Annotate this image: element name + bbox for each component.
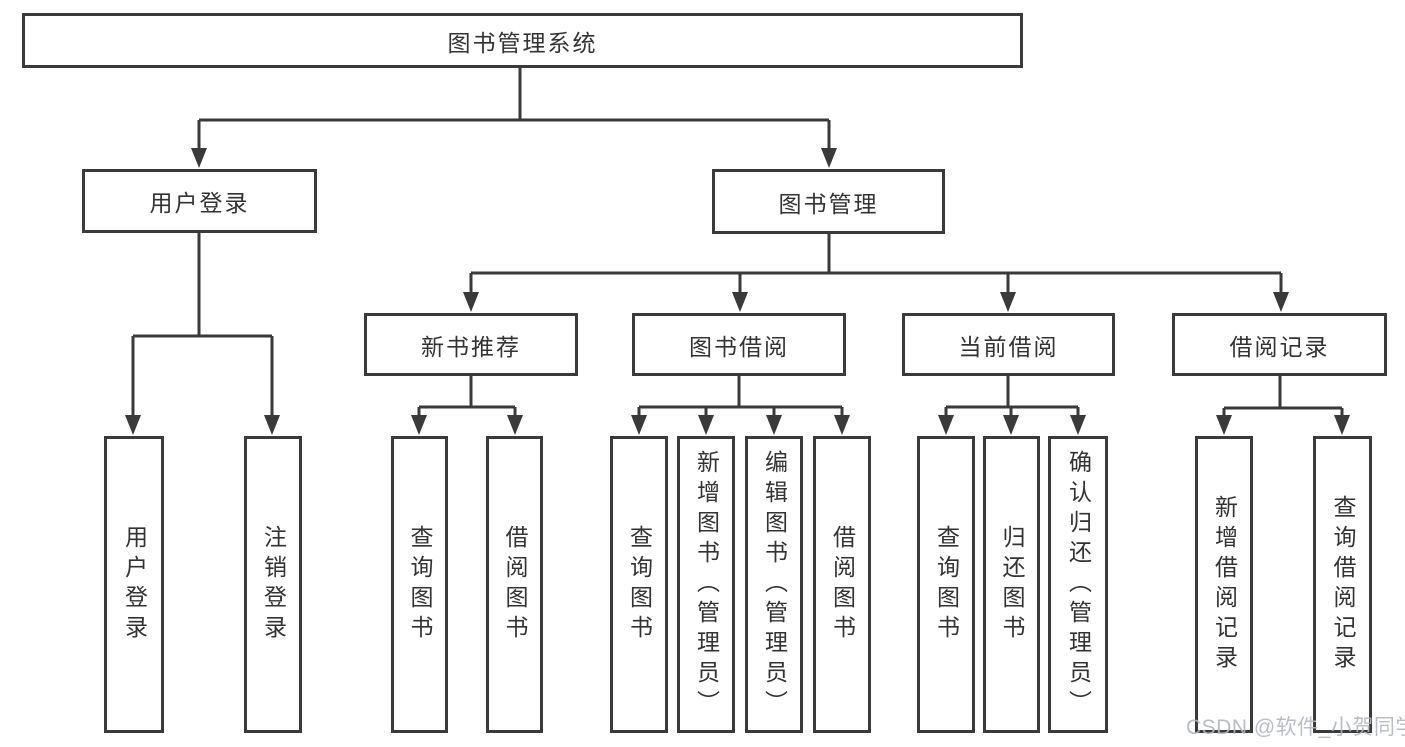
node-library-system: 图书管理系统 (22, 13, 1023, 68)
node-book-borrowing: 图书借阅 (632, 313, 846, 376)
node-label: 借阅图书 (502, 524, 528, 645)
connector-current-borrow-children (944, 376, 1080, 422)
arrowhead (1003, 415, 1019, 435)
node-label: 新增图书（管理员） (693, 449, 720, 720)
connector-borrow-record-children (1222, 376, 1344, 422)
node-br-query-record: 查询借阅记录 (1313, 436, 1372, 733)
node-label: 图书借阅 (689, 333, 789, 360)
node-label: 新增借阅记录 (1211, 494, 1238, 675)
node-label: 当前借阅 (958, 333, 1059, 360)
node-bb-query-book: 查询图书 (610, 436, 668, 733)
node-label: 新书推荐 (421, 333, 521, 360)
arrowhead (1070, 415, 1086, 435)
arrowhead (938, 415, 954, 435)
arrowhead (1334, 415, 1350, 435)
arrowhead (463, 292, 479, 312)
arrowhead (1216, 415, 1232, 435)
arrowhead (191, 148, 207, 168)
node-leaf-user-login: 用户登录 (104, 436, 164, 733)
node-label: 图书管理系统 (447, 29, 598, 56)
arrowhead (732, 292, 748, 312)
arrowhead (834, 415, 850, 435)
node-user-login: 用户登录 (82, 169, 317, 233)
arrowhead (507, 415, 523, 435)
node-label: 借阅记录 (1229, 333, 1330, 360)
arrowhead (1273, 292, 1289, 312)
node-cb-confirm-return-admin: 确认归还（管理员） (1048, 436, 1108, 733)
node-label: 归还图书 (999, 524, 1025, 645)
node-label: 查询图书 (626, 524, 653, 645)
node-label: 查询图书 (933, 524, 960, 645)
node-label: 用户登录 (149, 190, 250, 216)
node-borrow-records: 借阅记录 (1172, 313, 1387, 376)
node-nb-borrow-book: 借阅图书 (486, 436, 543, 733)
connector-new-book-children (417, 376, 517, 422)
node-label: 用户登录 (121, 524, 148, 645)
connector-root-level2 (197, 67, 831, 151)
node-new-book-recommend: 新书推荐 (364, 313, 578, 376)
node-nb-query-book: 查询图书 (391, 436, 448, 733)
arrowhead (1000, 292, 1016, 312)
node-book-management: 图书管理 (712, 169, 945, 234)
node-current-borrowing: 当前借阅 (902, 313, 1115, 376)
arrowhead (631, 415, 647, 435)
node-leaf-logout: 注销登录 (244, 436, 302, 733)
csdn-watermark: CSDN @软件_小贺同学 (1186, 716, 1405, 739)
node-bb-borrow-book: 借阅图书 (813, 436, 871, 733)
connector-book-mgmt-children (469, 234, 1283, 297)
connector-user-login-children (131, 233, 274, 422)
node-label: 图书管理 (778, 190, 879, 217)
arrowhead (125, 415, 141, 435)
connector-arrows (125, 148, 1350, 435)
arrowhead (821, 148, 837, 168)
arrowhead (766, 415, 782, 435)
arrowhead (698, 415, 714, 435)
node-bb-add-book-admin: 新增图书（管理员） (677, 436, 735, 733)
node-bb-edit-book-admin: 编辑图书（管理员） (745, 436, 803, 733)
connector-book-borrow-children (637, 376, 844, 422)
node-label: 确认归还（管理员） (1065, 449, 1092, 720)
node-br-add-record: 新增借阅记录 (1195, 436, 1253, 733)
node-label: 查询借阅记录 (1330, 494, 1356, 675)
node-cb-return-book: 归还图书 (983, 436, 1040, 733)
arrowhead (264, 415, 280, 435)
node-cb-query-book: 查询图书 (917, 436, 975, 733)
arrowhead (411, 415, 427, 435)
node-label: 借阅图书 (829, 524, 856, 645)
node-label: 编辑图书（管理员） (761, 449, 788, 720)
node-label: 注销登录 (260, 524, 287, 645)
node-label: 查询图书 (407, 524, 433, 645)
